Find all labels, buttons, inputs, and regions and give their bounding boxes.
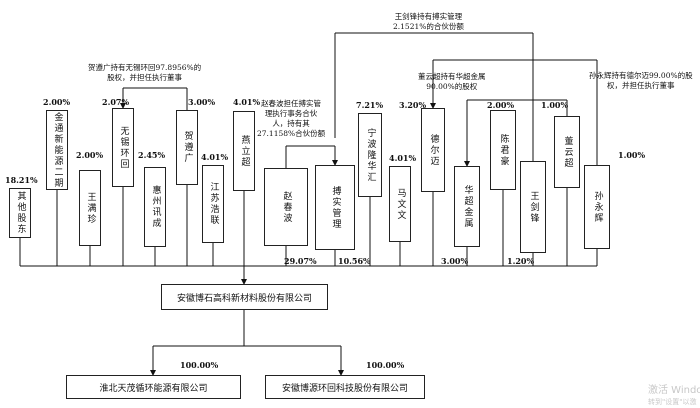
subsidiary-box-anhuiboyuan: 安徽博源环回科技股份有限公司 xyxy=(265,375,425,399)
note-line: 贺遵广持有无锡环回97.8956%的 xyxy=(88,63,202,72)
shareholding-pct-zhaochunbo: 29.07% xyxy=(284,256,317,266)
note-sunyonghui-deerjin: 孙永辉持有德尔迈99.00%的股 权，并担任执行董事 xyxy=(589,71,693,91)
subsidiary-name: 淮北天茂循环能源有限公司 xyxy=(99,383,208,394)
note-line: 股权，并担任执行董事 xyxy=(107,73,183,82)
note-line: 27.1158%合伙份额 xyxy=(257,129,326,138)
shareholder-name: 马文文 xyxy=(395,187,406,221)
subsidiary-pct-huaibei: 100.00% xyxy=(180,360,219,370)
shareholder-box-dongyunchao: 董云超 xyxy=(554,116,580,188)
shareholder-box-huachaojinshu: 华超金属 xyxy=(454,166,480,247)
note-line: 2.1521%的合伙份额 xyxy=(393,22,464,31)
shareholder-name: 惠州讯成 xyxy=(150,185,161,229)
shareholding-pct-chenjunhao: 2.00% xyxy=(487,100,515,110)
shareholder-name: 宁波隆华汇 xyxy=(365,127,376,183)
note-line: 人，持有其 xyxy=(272,119,310,128)
subsidiary-box-huaibei: 淮北天茂循环能源有限公司 xyxy=(66,375,241,399)
note-heyuanguang-wuxihuanhui: 贺遵广持有无锡环回97.8956%的 股权，并担任执行董事 xyxy=(88,63,201,83)
shareholder-name: 江苏浩联 xyxy=(208,182,219,226)
note-line: 王剑锋持有搏实管理 xyxy=(394,12,463,21)
note-line: 董云超持有华超金属 xyxy=(418,72,486,81)
shareholder-box-ningbolonghua: 宁波隆华汇 xyxy=(358,113,382,197)
note-line: 理执行事务合伙 xyxy=(264,109,318,118)
shareholding-pct-dongyunchao: 1.00% xyxy=(541,100,569,110)
shareholder-name: 王剑锋 xyxy=(528,190,539,224)
shareholder-name: 陈君豪 xyxy=(498,133,509,167)
shareholding-pct-wangjianfeng: 1.20% xyxy=(507,256,535,266)
shareholding-pct-sunyonghui: 1.00% xyxy=(618,150,646,160)
watermark-line-1: 激活 Windo xyxy=(648,385,700,396)
shareholder-box-heyuanguang: 贺遵广 xyxy=(176,110,198,185)
subsidiary-name: 安徽博源环回科技股份有限公司 xyxy=(281,383,408,394)
shareholder-name: 王满珍 xyxy=(85,191,96,225)
note-line: 90.00%的股权 xyxy=(426,82,478,91)
shareholder-box-sunyonghui: 孙永辉 xyxy=(584,165,610,249)
shareholder-box-jintong: 金通新能源二期 xyxy=(46,110,68,190)
shareholder-name: 董云超 xyxy=(562,135,573,169)
shareholder-box-qita: 其他股东 xyxy=(9,188,31,238)
subsidiary-pct-anhuiboyuan: 100.00% xyxy=(366,360,405,370)
shareholder-box-wangmanzhen: 王满珍 xyxy=(79,170,101,246)
shareholding-pct-boshiguanli: 10.56% xyxy=(338,256,371,266)
shareholder-name: 金通新能源二期 xyxy=(52,111,63,189)
shareholding-pct-deerjin: 3.20% xyxy=(399,100,427,110)
shareholder-box-huizhouxuncheng: 惠州讯成 xyxy=(144,167,166,247)
shareholding-pct-jintong: 2.00% xyxy=(43,97,71,107)
shareholder-name: 贺遵广 xyxy=(182,131,193,164)
shareholding-pct-heyuanguang: 3.00% xyxy=(188,97,216,107)
company-box: 安徽博石高科新材料股份有限公司 xyxy=(161,284,328,310)
note-line: 孙永辉持有德尔迈99.00%的股 xyxy=(589,71,693,80)
note-zhaochunbo-boshiguanli: 赵春波担任搏实管 理执行事务合伙 人，持有其 27.1158%合伙份额 xyxy=(257,99,325,139)
shareholder-name: 德尔迈 xyxy=(428,133,439,167)
shareholder-box-deerjin: 德尔迈 xyxy=(421,108,445,192)
shareholding-pct-wuxihuanhui: 2.07% xyxy=(102,97,130,107)
shareholder-box-mawenwen: 马文文 xyxy=(389,166,411,242)
shareholder-box-jiangsuhaolian: 江苏浩联 xyxy=(202,165,224,243)
shareholder-name: 搏实管理 xyxy=(330,185,341,230)
shareholder-box-boshiguanli: 搏实管理 xyxy=(315,165,355,250)
shareholder-box-yanlichao: 燕立超 xyxy=(233,111,255,191)
shareholding-pct-huachaojinshu: 3.00% xyxy=(441,256,469,266)
shareholding-pct-jiangsuhaolian: 4.01% xyxy=(201,152,229,162)
shareholder-name: 赵春波 xyxy=(281,190,292,224)
company-name: 安徽博石高科新材料股份有限公司 xyxy=(176,293,312,304)
shareholder-box-wangjianfeng: 王剑锋 xyxy=(520,161,546,253)
shareholder-name: 华超金属 xyxy=(462,184,473,229)
shareholder-name: 燕立超 xyxy=(239,134,250,168)
shareholder-name: 孙永辉 xyxy=(592,190,603,224)
shareholder-name: 其他股东 xyxy=(15,191,26,235)
shareholding-pct-qita: 18.21% xyxy=(5,175,38,185)
shareholder-box-chenjunhao: 陈君豪 xyxy=(490,110,516,190)
shareholding-pct-yanlichao: 4.01% xyxy=(233,97,261,107)
shareholding-pct-huizhouxuncheng: 2.45% xyxy=(138,150,166,160)
shareholding-pct-mawenwen: 4.01% xyxy=(389,153,417,163)
note-line: 赵春波担任搏实管 xyxy=(261,99,322,108)
shareholding-pct-ningbolonghua: 7.21% xyxy=(356,100,384,110)
shareholder-box-zhaochunbo: 赵春波 xyxy=(264,168,308,246)
note-line: 权，并担任执行董事 xyxy=(607,81,675,90)
note-dongyunchao-huachaojinshu: 董云超持有华超金属 90.00%的股权 xyxy=(418,72,486,92)
activation-watermark: 激活 Windo 转到"设置"以激 xyxy=(648,381,700,407)
shareholding-pct-wangmanzhen: 2.00% xyxy=(76,150,104,160)
shareholder-name: 无锡环回 xyxy=(118,125,129,170)
note-wangjianfeng-boshiguanli: 王剑锋持有搏实管理 2.1521%的合伙份额 xyxy=(393,12,464,32)
watermark-line-2: 转到"设置"以激 xyxy=(648,398,697,406)
shareholder-box-wuxihuanhui: 无锡环回 xyxy=(112,108,134,187)
